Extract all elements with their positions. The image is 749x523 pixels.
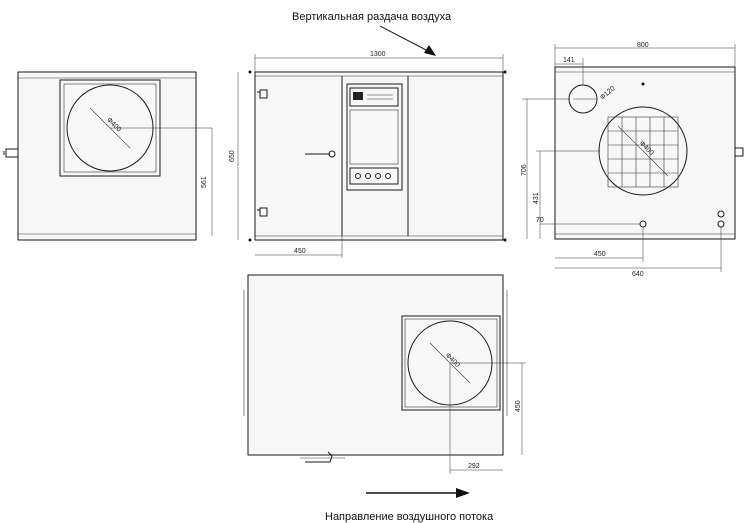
side-height-label: 706 (521, 164, 528, 176)
side-width-label: 800 (637, 42, 649, 49)
top-offset-x-label: 292 (468, 463, 480, 470)
top-view: Ф400 450 292 (243, 274, 526, 474)
front-height-label: 650 (229, 150, 236, 162)
side-center-label: 431 (533, 192, 540, 204)
right-pipe-stub-icon (734, 147, 744, 157)
side-bottom-label: 70 (536, 217, 544, 224)
left-side-view: Ф400 561 (3, 71, 213, 241)
top-view-drain-icon (300, 451, 345, 463)
side-x1-label: 450 (594, 251, 606, 258)
front-width-label: 1300 (370, 51, 386, 58)
front-door-label: 450 (294, 248, 306, 255)
vertical-air-arrow-icon (379, 25, 436, 56)
door-handle-icon (305, 150, 336, 158)
airflow-direction-arrow-icon (366, 488, 470, 498)
caption-airflow-direction: Направление воздушного потока (325, 511, 494, 523)
side-x2-label: 640 (632, 271, 644, 278)
top-offset-y-label: 450 (515, 400, 522, 412)
side-outlet-offset-label: 141 (563, 57, 575, 64)
pipe-fitting-upper-icon (717, 210, 725, 218)
hinge-bottom-icon (257, 207, 268, 217)
front-view: 1300 650 450 (229, 51, 507, 258)
hinge-top-icon (257, 89, 268, 99)
caption-vertical-air: Вертикальная раздача воздуха (292, 11, 452, 23)
left-height-label: 561 (201, 176, 208, 188)
right-side-view: Ф120 Ф400 (521, 42, 744, 278)
control-panel (346, 83, 403, 191)
left-pipe-fitting-icon (3, 148, 19, 158)
